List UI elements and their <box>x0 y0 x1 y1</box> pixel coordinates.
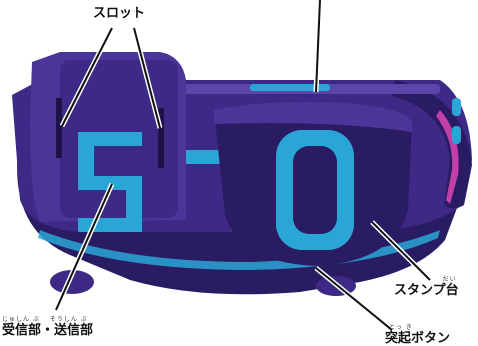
label-stamp-pad-text: スタンプ台 <box>394 283 459 298</box>
label-slot-text: スロット <box>93 6 146 21</box>
stamp-pad-rim <box>214 101 412 132</box>
leader-receiver-in <box>55 183 113 311</box>
digit-dash <box>186 150 220 164</box>
foot-left <box>50 270 94 294</box>
label-slot: スロット <box>93 6 145 21</box>
label-receiver-sender-text: 受信部・送信部 <box>2 323 94 338</box>
label-receiver-sender: じゅしん ぶ そうしん ぶ 受信部・送信部 <box>2 316 93 338</box>
slot-left <box>56 98 62 158</box>
slot-right <box>158 108 164 168</box>
side-slot-1 <box>452 98 461 116</box>
leader-button-in <box>315 267 393 331</box>
label-stamp-pad-ruby: だい <box>442 276 457 283</box>
label-button-ruby: とっ き <box>389 324 413 331</box>
label-button-text: 突起ボタン <box>385 331 451 346</box>
leader-top-in <box>315 0 321 93</box>
leader-stamp-in <box>371 221 431 281</box>
leader-slot-1-in <box>61 27 113 127</box>
side-slot-2 <box>452 126 461 144</box>
label-button: とっ き 突起ボタン <box>385 324 450 346</box>
top-ridge-cyan <box>250 84 330 91</box>
digit-5 <box>78 132 142 232</box>
label-stamp-pad: だい スタンプ台 <box>394 276 459 298</box>
label-receiver-sender-ruby: じゅしん ぶ そうしん ぶ <box>2 316 88 323</box>
leader-slot-2-in <box>133 27 161 129</box>
digit-0-hole <box>293 146 337 234</box>
